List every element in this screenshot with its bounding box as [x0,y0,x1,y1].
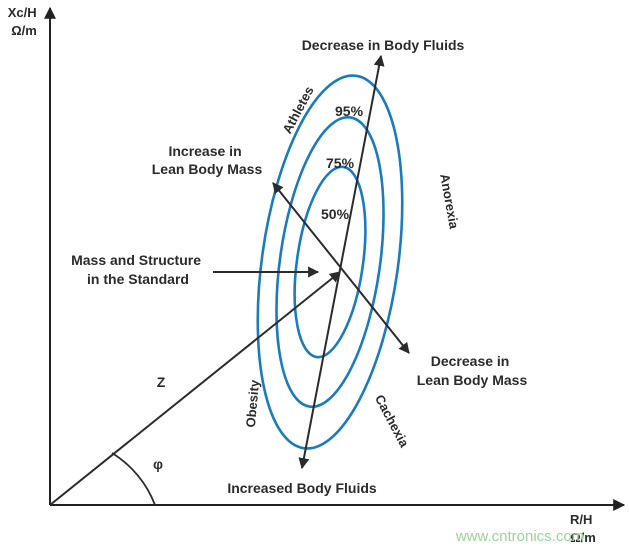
cachexia-label: Cachexia [372,392,412,450]
tolerance-ellipses [256,74,404,450]
impedance-vector-z [49,271,341,506]
increased-body-fluids-label: Increased Body Fluids [227,480,377,496]
percentile-75-label: 75% [326,155,355,171]
percentile-95-label: 95% [335,103,364,119]
decrease-lean-mass-label: Decrease in Lean Body Mass [417,353,528,388]
increase-lean-mass-label: Increase in Lean Body Mass [152,143,263,177]
anorexia-label: Anorexia [437,173,462,231]
obesity-label: Obesity [243,378,262,428]
vector-z-label: Z [157,374,166,390]
watermark: www.cntronics.com [455,528,584,545]
phase-angle-label: φ [153,456,163,472]
mass-structure-label: Mass and Structure in the Standard [71,252,205,287]
phase-angle-arc [111,452,156,506]
decrease-body-fluids-label: Decrease in Body Fluids [302,37,465,53]
percentile-50-label: 50% [321,206,350,222]
x-axis-label: R/H Ω/m [570,512,596,545]
ellipse-50 [293,165,367,359]
lean-body-mass-arrow [272,182,410,354]
y-axis-label: Xc/H Ω/m [8,5,41,38]
